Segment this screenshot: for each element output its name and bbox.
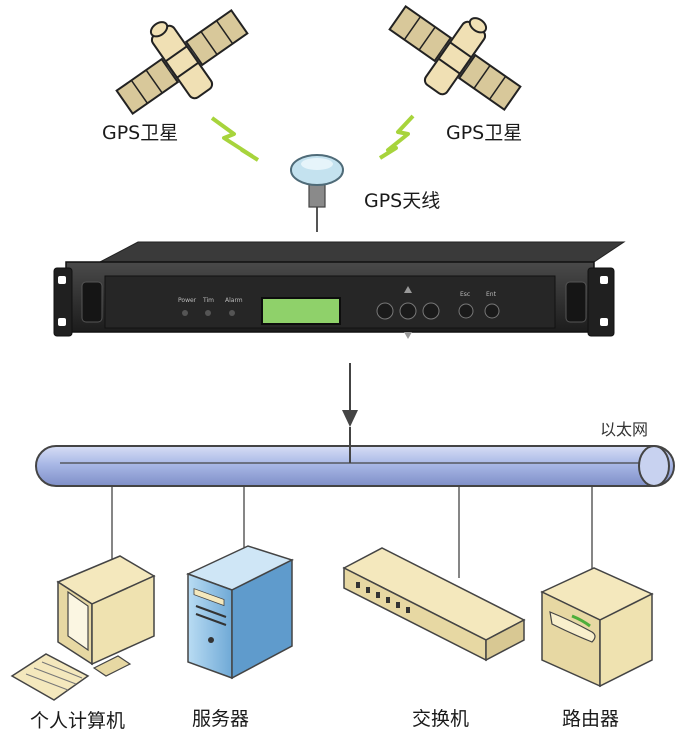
node-label-pc: 个人计算机 <box>30 710 126 732</box>
satellite-left-label: GPS卫星 <box>102 122 179 144</box>
gps-antenna-icon <box>290 154 344 232</box>
ethernet-label: 以太网 <box>600 420 649 439</box>
node-label-server: 服务器 <box>192 708 250 730</box>
switch-icon <box>342 547 526 662</box>
panel-label-alarm: Alarm <box>225 297 243 304</box>
time-server-device-icon <box>53 241 626 339</box>
antenna-label: GPS天线 <box>364 190 441 212</box>
key-label-ent: Ent <box>486 291 497 298</box>
node-label-switch: 交换机 <box>412 708 470 730</box>
signal-left-icon <box>210 116 260 162</box>
satellite-left-icon <box>115 8 249 116</box>
pc-icon <box>10 555 156 701</box>
down-arrow-icon <box>342 363 358 427</box>
ethernet-bus <box>35 427 675 487</box>
satellite-right-label: GPS卫星 <box>446 122 523 144</box>
panel-label-group: Power Tim Alarm Esc Ent <box>178 291 497 304</box>
node-label-router: 路由器 <box>562 708 620 730</box>
router-icon <box>540 567 654 688</box>
panel-label-tim: Tim <box>202 297 214 304</box>
key-label-esc: Esc <box>460 291 470 298</box>
signal-right-icon <box>378 114 415 160</box>
satellite-right-icon <box>388 4 522 112</box>
server-icon <box>186 545 294 680</box>
panel-label-power: Power <box>178 297 197 304</box>
